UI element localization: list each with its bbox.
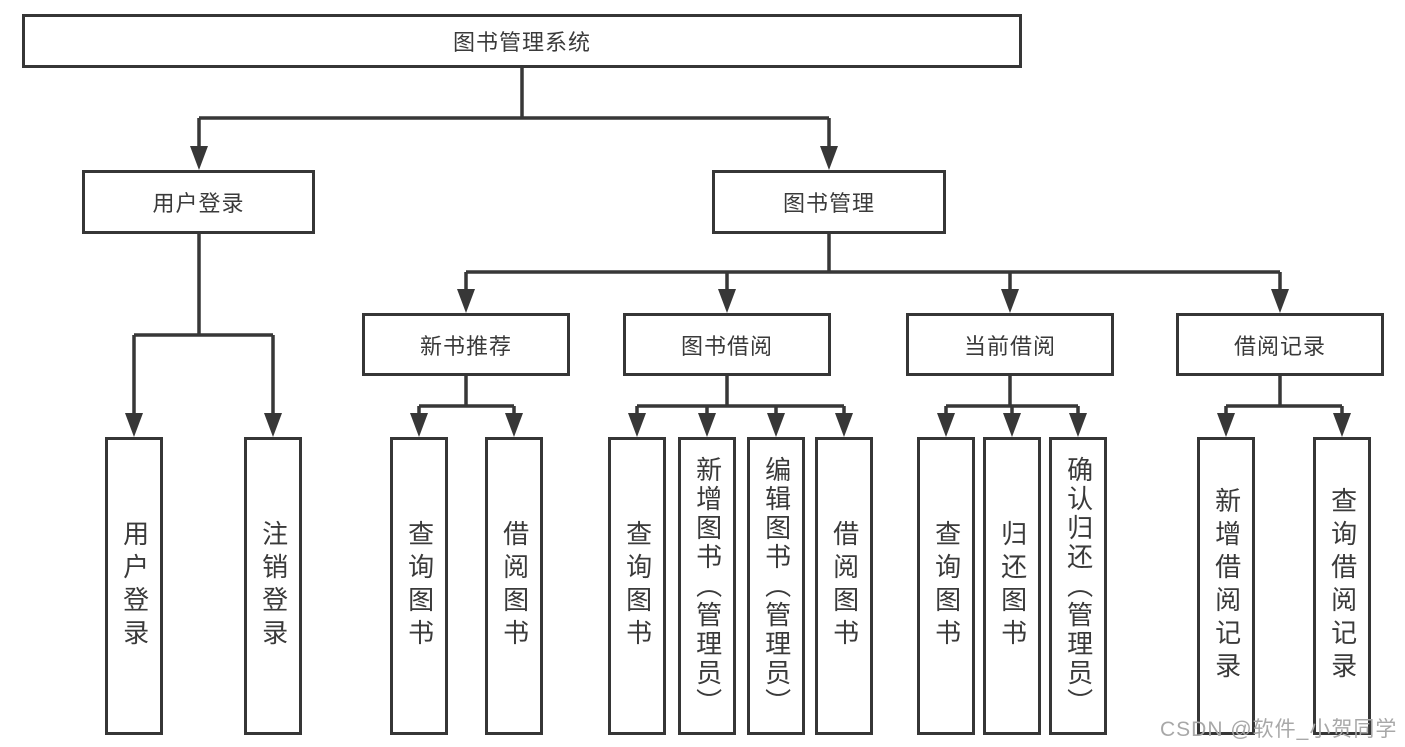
arrow-icon bbox=[190, 146, 208, 170]
arrow-icon bbox=[1003, 413, 1021, 437]
leaf-label: 新增借阅记录 bbox=[1211, 487, 1242, 685]
arrow-icon bbox=[125, 413, 143, 437]
arrow-icon bbox=[767, 413, 785, 437]
arrow-icon bbox=[1333, 413, 1351, 437]
arrow-icon bbox=[410, 413, 428, 437]
leaf-user-login: 用户登录 bbox=[105, 437, 163, 735]
leaf-label: 借阅图书 bbox=[829, 520, 860, 652]
connector-mgmt-to-level3 bbox=[464, 234, 1282, 294]
arrow-icon bbox=[264, 413, 282, 437]
node-current-borrowing: 当前借阅 bbox=[906, 313, 1114, 376]
node-root-system: 图书管理系统 bbox=[22, 14, 1022, 68]
node-user-login-branch: 用户登录 bbox=[82, 170, 315, 234]
leaf-label: 确认归还（管理员） bbox=[1063, 455, 1094, 717]
leaf-borrow-add-books-admin: 新增图书（管理员） bbox=[678, 437, 736, 735]
leaf-label: 用户登录 bbox=[119, 520, 150, 652]
leaf-label: 归还图书 bbox=[997, 520, 1028, 652]
node-label: 新书推荐 bbox=[419, 333, 512, 359]
leaf-borrow-edit-books-admin: 编辑图书（管理员） bbox=[747, 437, 805, 735]
leaf-label: 查询图书 bbox=[622, 520, 653, 652]
node-label: 图书管理 bbox=[782, 191, 875, 216]
csdn-watermark: CSDN @软件_小贺同学 bbox=[1160, 718, 1398, 741]
leaf-label: 查询借阅记录 bbox=[1327, 487, 1358, 685]
leaf-borrow-query-books: 查询图书 bbox=[608, 437, 666, 735]
connector-login-to-leaves bbox=[132, 234, 275, 418]
leaf-records-query-record: 查询借阅记录 bbox=[1313, 437, 1371, 735]
leaf-borrow-borrow-books: 借阅图书 bbox=[815, 437, 873, 735]
leaf-newbook-borrow-books: 借阅图书 bbox=[485, 437, 543, 735]
node-root-label: 图书管理系统 bbox=[452, 30, 591, 55]
arrow-icon bbox=[1001, 289, 1019, 313]
leaf-current-query-books: 查询图书 bbox=[917, 437, 975, 735]
leaf-label: 查询图书 bbox=[404, 520, 435, 652]
arrow-icon bbox=[457, 289, 475, 313]
node-label: 当前借阅 bbox=[963, 333, 1056, 359]
arrow-icon bbox=[718, 289, 736, 313]
connector-records-to-leaves bbox=[1224, 376, 1344, 418]
node-book-borrowing: 图书借阅 bbox=[623, 313, 831, 376]
connector-borrow-to-leaves bbox=[635, 376, 846, 418]
arrow-icon bbox=[1217, 413, 1235, 437]
node-label: 图书借阅 bbox=[680, 333, 773, 359]
arrow-icon bbox=[698, 413, 716, 437]
node-new-book-recommend: 新书推荐 bbox=[362, 313, 570, 376]
arrow-icon bbox=[505, 413, 523, 437]
leaf-current-return-books: 归还图书 bbox=[983, 437, 1041, 735]
leaf-logout: 注销登录 bbox=[244, 437, 302, 735]
node-label: 借阅记录 bbox=[1233, 333, 1326, 359]
connector-newbook-to-leaves bbox=[417, 376, 516, 418]
leaf-newbook-query-books: 查询图书 bbox=[390, 437, 448, 735]
leaf-label: 新增图书（管理员） bbox=[692, 455, 723, 717]
arrow-icon bbox=[1069, 413, 1087, 437]
arrow-icon bbox=[937, 413, 955, 437]
leaf-label: 编辑图书（管理员） bbox=[761, 455, 792, 717]
arrow-icon bbox=[1271, 289, 1289, 313]
leaf-label: 借阅图书 bbox=[499, 520, 530, 652]
node-label: 用户登录 bbox=[152, 191, 245, 216]
leaf-current-confirm-return-admin: 确认归还（管理员） bbox=[1049, 437, 1107, 735]
arrow-icon bbox=[820, 146, 838, 170]
arrow-icon bbox=[628, 413, 646, 437]
node-book-management-branch: 图书管理 bbox=[712, 170, 946, 234]
leaf-label: 注销登录 bbox=[258, 520, 289, 652]
arrow-icon bbox=[835, 413, 853, 437]
node-borrowing-records: 借阅记录 bbox=[1176, 313, 1384, 376]
connector-root-to-level2 bbox=[197, 68, 831, 150]
leaf-label: 查询图书 bbox=[931, 520, 962, 652]
leaf-records-add-record: 新增借阅记录 bbox=[1197, 437, 1255, 735]
connector-current-to-leaves bbox=[944, 376, 1080, 418]
arrowheads bbox=[125, 146, 1351, 437]
